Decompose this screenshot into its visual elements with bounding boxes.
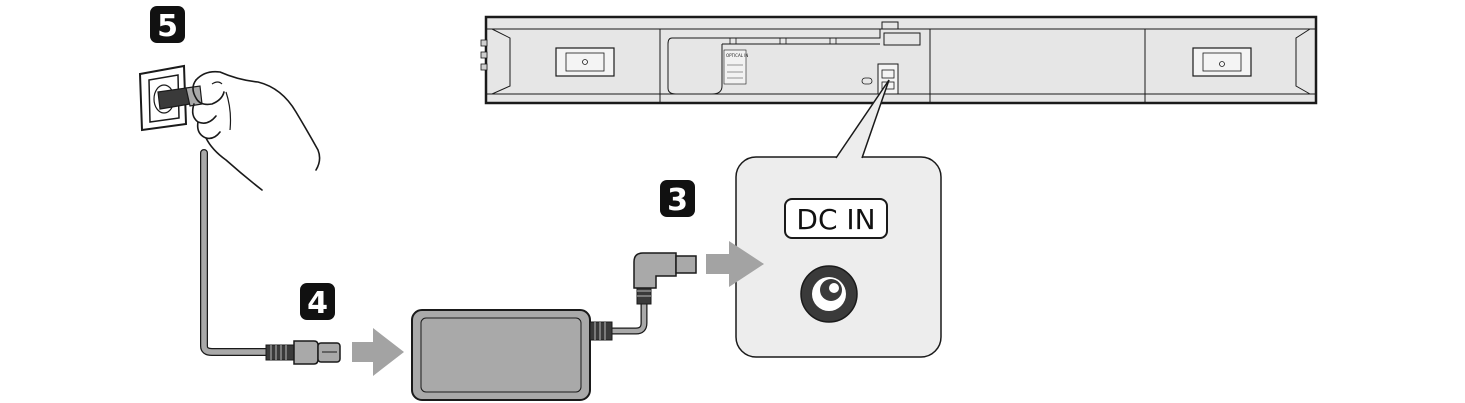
step-4-number: 4 <box>307 286 328 321</box>
callout-panel <box>735 156 942 358</box>
dc-l-plug <box>633 252 697 305</box>
hand-icon <box>157 70 321 191</box>
arrow-right-icon <box>352 328 404 376</box>
step-5-badge: 5 <box>150 6 185 44</box>
dc-in-label-box <box>784 198 888 239</box>
step-4-badge: 4 <box>300 283 335 321</box>
dc-cable <box>612 302 648 335</box>
connector-panel: OPTICAL IN <box>667 21 921 95</box>
step-3-number: 3 <box>667 183 688 218</box>
left-mount-slot <box>555 47 615 77</box>
dc-jack-icon <box>800 265 858 323</box>
right-mount-slot <box>1192 47 1252 77</box>
step-3-badge: 3 <box>660 180 695 218</box>
dc-in-label: DC IN <box>796 203 875 236</box>
soundbar-body <box>484 15 1318 105</box>
power-cord-connector <box>265 340 341 365</box>
arrow-right-icon <box>706 241 764 287</box>
power-adapter-icon <box>411 309 613 401</box>
mains-cable <box>200 149 270 356</box>
soundbar-rear-view: OPTICAL IN <box>480 15 1318 105</box>
optical-in-label: OPTICAL IN <box>726 53 748 58</box>
dc-in-callout: DC IN <box>735 79 942 358</box>
step-5-number: 5 <box>157 9 178 44</box>
